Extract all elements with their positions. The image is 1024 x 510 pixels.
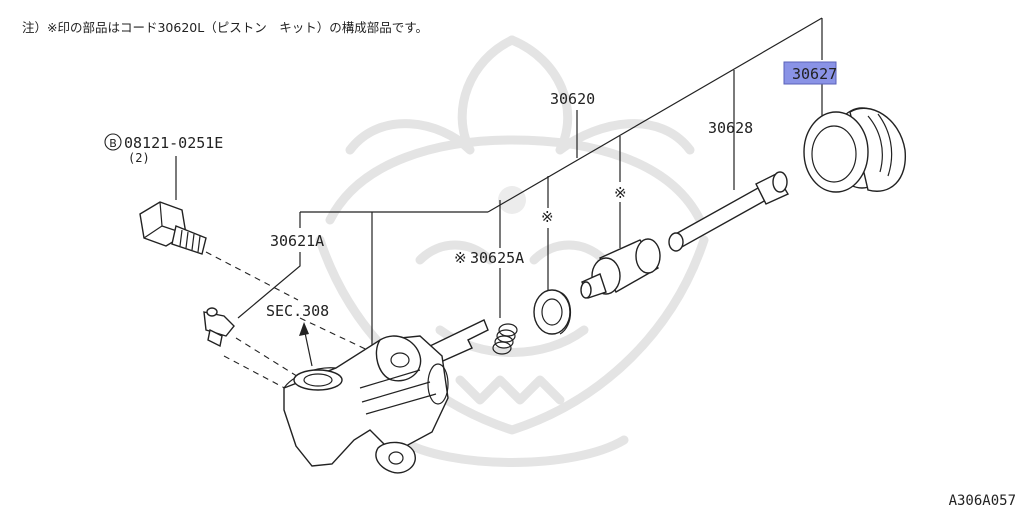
note-text: 注）※印の部品はコード30620L（ピストン キット）の構成部品です。 xyxy=(22,20,428,35)
spring-callout[interactable]: ※ 30625A xyxy=(454,249,524,267)
label-30625A[interactable]: 30625A xyxy=(470,249,524,267)
asterisk-mark-spring: ※ xyxy=(454,249,467,267)
asterisk-mark-piston: ※ xyxy=(614,184,627,202)
figure-id: A306A057 xyxy=(949,493,1016,509)
highlight-30627 xyxy=(783,61,837,85)
sec-308-arrow xyxy=(299,322,313,367)
piston-cup xyxy=(533,289,572,335)
bolt-callout[interactable]: B 08121-0251E (2) xyxy=(104,133,223,165)
mounting-bolt xyxy=(139,201,207,255)
label-bolt-qty: (2) xyxy=(128,151,150,165)
cylinder-body-30621A xyxy=(283,335,449,474)
push-rod-30628 xyxy=(668,171,790,252)
label-30620[interactable]: 30620 xyxy=(550,90,595,108)
bolt-prefix-mark: B xyxy=(109,137,117,150)
label-sec-308[interactable]: SEC.308 xyxy=(266,302,329,320)
bleeder-screw xyxy=(203,307,235,348)
label-bolt-code[interactable]: 08121-0251E xyxy=(124,134,223,152)
piston xyxy=(580,238,661,299)
boot-ring-30627 xyxy=(803,107,906,193)
label-30628[interactable]: 30628 xyxy=(708,119,753,137)
label-30621A[interactable]: 30621A xyxy=(270,232,324,250)
asterisk-mark-cup: ※ xyxy=(541,208,554,226)
spring-30625A xyxy=(492,323,518,355)
label-30627[interactable]: 30627 xyxy=(792,65,837,83)
watermark-helmet-logo xyxy=(315,35,709,467)
leader-lines xyxy=(175,17,823,350)
